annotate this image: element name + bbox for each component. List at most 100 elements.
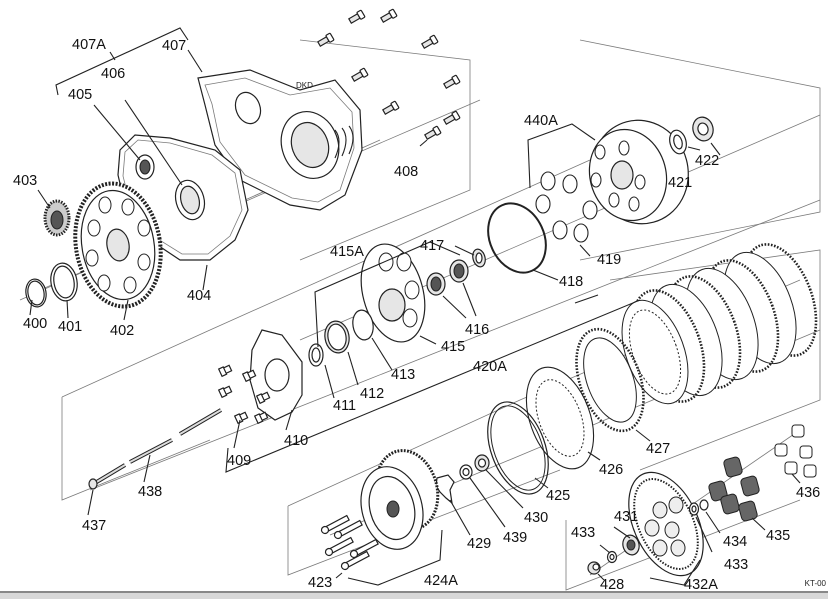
label-415A: 415A	[330, 244, 364, 260]
part-labels: 407A 407 406 405 403 404 400 401 402 408…	[13, 37, 820, 593]
clutch-hub	[360, 449, 440, 550]
label-412: 412	[360, 386, 384, 402]
label-432A: 432A	[684, 577, 718, 593]
label-409: 409	[227, 453, 251, 469]
label-433-right: 433	[724, 557, 748, 573]
label-415: 415	[441, 339, 465, 355]
label-436: 436	[796, 485, 820, 501]
label-417: 417	[420, 238, 444, 254]
label-413: 413	[391, 367, 415, 383]
label-416: 416	[465, 322, 489, 338]
friction-plate-427	[575, 327, 645, 433]
label-427: 427	[646, 441, 670, 457]
o-ring-418	[487, 202, 547, 274]
thrust-washer-421	[669, 129, 687, 155]
bracket-424A	[347, 529, 443, 586]
starter-gear-403	[43, 199, 71, 237]
label-421: 421	[668, 175, 692, 191]
label-430: 430	[524, 510, 548, 526]
basket-frame	[579, 39, 821, 261]
label-402: 402	[110, 323, 134, 339]
bracket-407A	[55, 27, 189, 96]
long-frame-left	[61, 397, 211, 501]
label-440A: 440A	[524, 113, 558, 129]
bracket-415A	[314, 241, 461, 348]
cover-bolts	[317, 8, 461, 140]
label-420A: 420A	[473, 359, 507, 375]
label-437: 437	[82, 518, 106, 534]
label-419: 419	[597, 252, 621, 268]
label-407A: 407A	[72, 37, 106, 53]
bearing-431	[622, 534, 640, 556]
primary-gear-402	[73, 181, 163, 309]
label-401: 401	[58, 319, 82, 335]
seal-417	[472, 248, 486, 268]
cover-frame	[299, 39, 471, 261]
circlip-434	[699, 499, 709, 511]
bottom-border	[0, 591, 828, 599]
circlip-400	[25, 278, 47, 308]
clutch-basket	[588, 119, 689, 225]
needle-bearings-416	[426, 259, 469, 296]
label-433-left: 433	[571, 525, 595, 541]
label-411: 411	[333, 398, 356, 414]
label-410: 410	[284, 433, 308, 449]
label-435: 435	[766, 528, 790, 544]
bracket-407A-tick	[109, 51, 116, 61]
bracket-440A	[527, 123, 596, 189]
label-406: 406	[101, 66, 125, 82]
bracket-432A	[649, 559, 701, 586]
long-frame-top	[61, 159, 591, 398]
pressure-plate	[628, 471, 704, 577]
bearing-405	[135, 154, 155, 180]
label-407: 407	[162, 38, 186, 54]
label-403: 403	[13, 173, 37, 189]
washer-439	[459, 464, 473, 480]
bushing-422	[692, 116, 714, 142]
basket-dampers-419	[535, 171, 598, 243]
bracket-440A-low	[574, 294, 599, 304]
pressure-frame	[565, 499, 801, 591]
bushing-412	[324, 320, 350, 354]
spring-ring-425	[487, 401, 549, 495]
starter-clutch-415	[360, 243, 426, 343]
clutch-plates-stack	[621, 243, 818, 405]
push-rods	[88, 408, 223, 490]
label-405: 405	[68, 87, 92, 103]
label-426: 426	[599, 462, 623, 478]
label-418: 418	[559, 274, 583, 290]
washer-411	[308, 343, 324, 367]
hub-bolts-423	[320, 514, 379, 571]
hub-frame	[287, 469, 561, 576]
label-428: 428	[600, 577, 624, 593]
seal-406	[174, 179, 206, 221]
spring-caps-436	[774, 424, 817, 478]
ring-413	[352, 309, 374, 341]
figure-code: KT-00	[804, 579, 826, 588]
bracket-420A	[225, 299, 641, 473]
label-431: 431	[614, 509, 638, 525]
cover-logo-text: DKD	[296, 81, 313, 90]
nut-430	[474, 454, 490, 472]
label-422: 422	[695, 153, 719, 169]
assembly-brackets	[55, 27, 701, 586]
plate-410	[249, 329, 303, 421]
washer-433-right	[688, 502, 700, 516]
label-408: 408	[394, 164, 418, 180]
label-429: 429	[467, 536, 491, 552]
washer-433-left	[606, 550, 618, 564]
label-425: 425	[546, 488, 570, 504]
label-404: 404	[187, 288, 211, 304]
label-438: 438	[138, 484, 162, 500]
label-424A: 424A	[424, 573, 458, 589]
label-400: 400	[23, 316, 47, 332]
steel-plate-426	[525, 366, 595, 470]
washer-401	[50, 262, 78, 302]
bolt-428	[587, 561, 601, 575]
label-434: 434	[723, 534, 747, 550]
axis-line-4	[89, 199, 821, 491]
label-423: 423	[308, 575, 332, 591]
leader-lines	[29, 49, 801, 581]
label-439: 439	[503, 530, 527, 546]
